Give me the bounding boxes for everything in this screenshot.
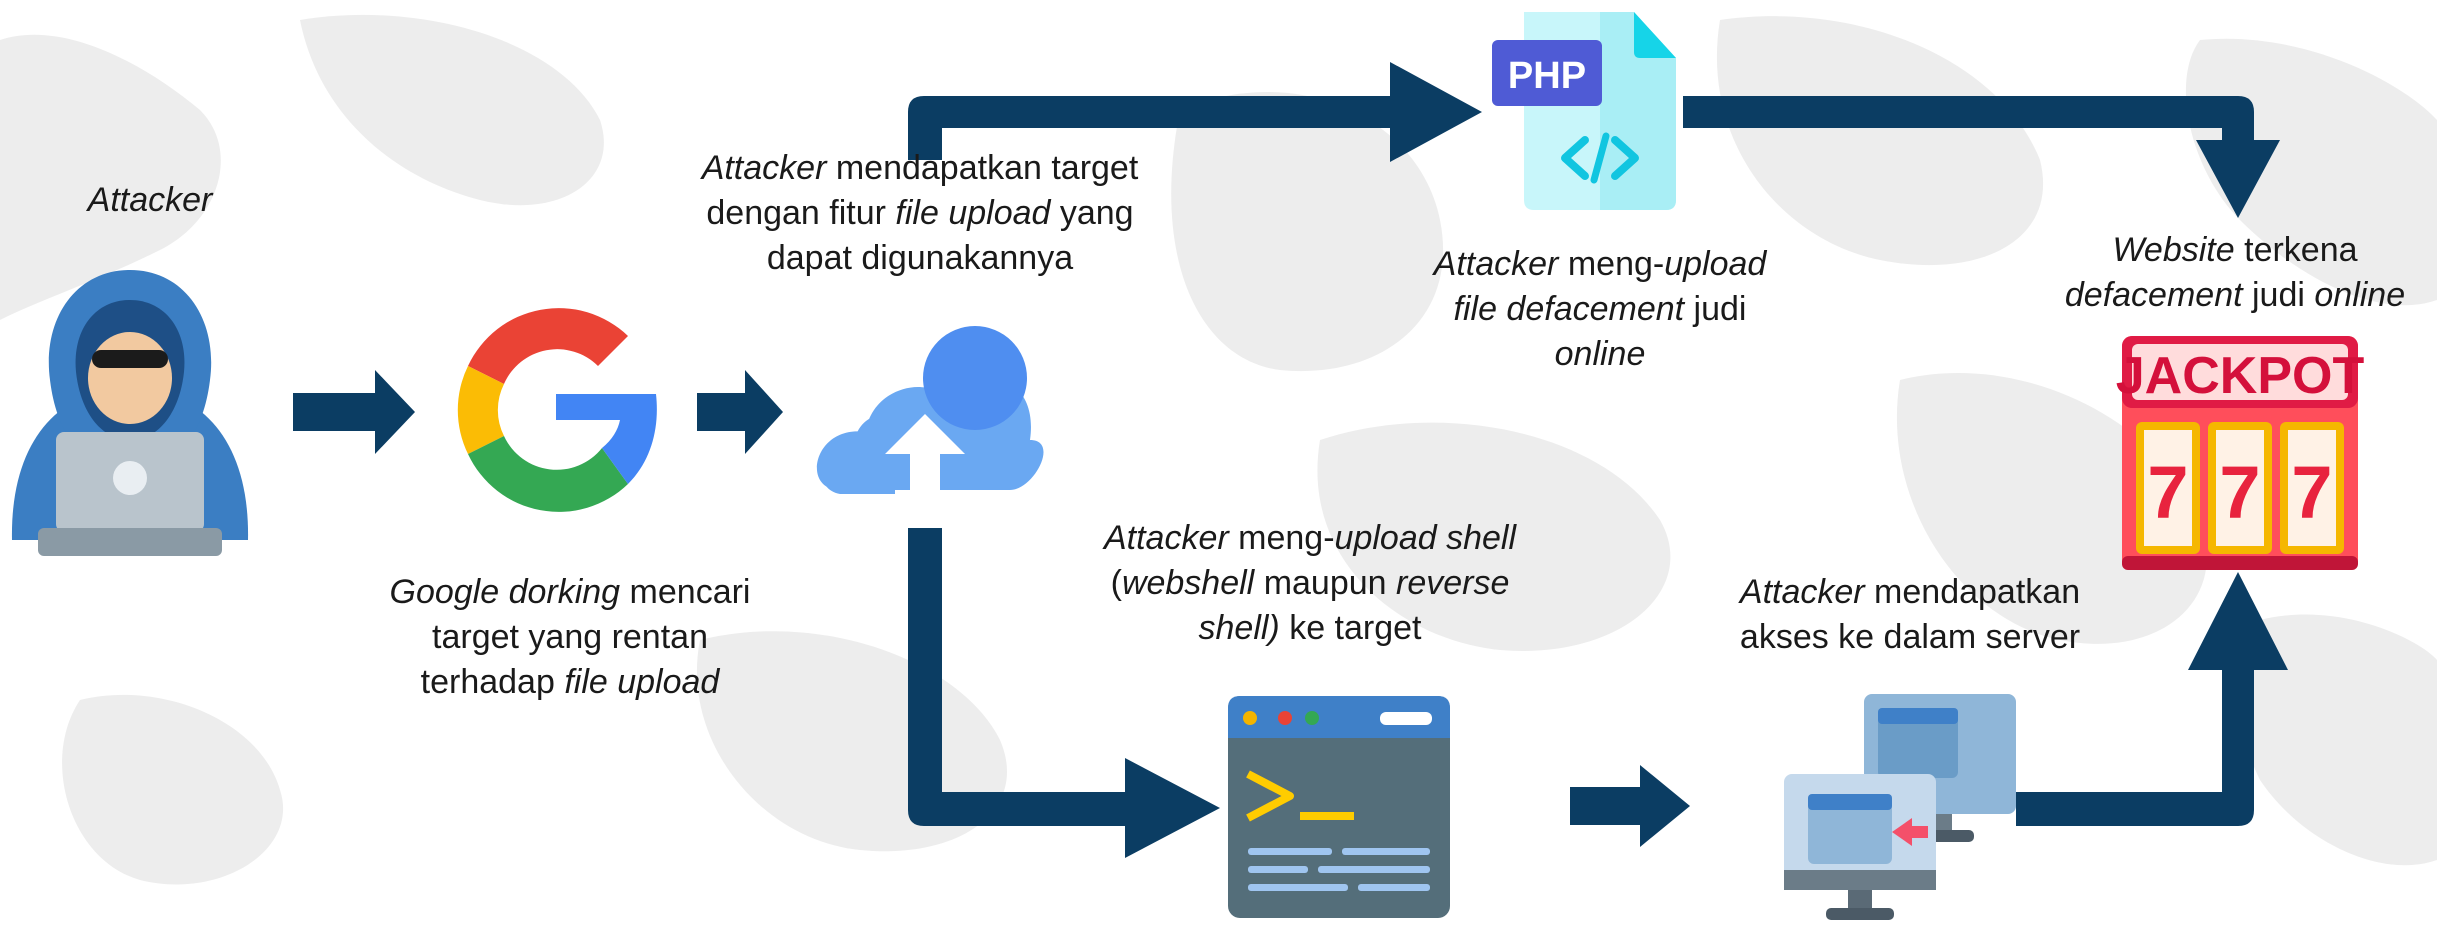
- arrow-terminal-to-servers: [1570, 765, 1690, 847]
- reel-1: 7: [2136, 422, 2200, 554]
- label-shell-l1c: upload shell: [1334, 519, 1517, 557]
- jackpot-sign-text: JACKPOT: [2116, 347, 2365, 405]
- label-shell-l1a: Attacker: [1103, 519, 1229, 557]
- label-attacker: Attacker: [40, 178, 260, 223]
- label-target-line2: dengan fitur file upload yang: [660, 191, 1180, 236]
- php-badge-text: PHP: [1508, 55, 1586, 97]
- label-target-l1a: Attacker: [701, 149, 827, 187]
- label-google-l1a: Google dorking: [389, 573, 621, 611]
- label-target-l2c: yang: [1050, 194, 1134, 232]
- label-shell-line1: Attacker meng-upload shell: [1070, 516, 1550, 561]
- background-map: [0, 14, 2437, 885]
- label-website-l2b: judi: [2242, 276, 2315, 314]
- reel-digit-2: 7: [2219, 451, 2260, 534]
- label-upload-def-line2: file defacement judi: [1370, 287, 1830, 332]
- label-shell-l2d: reverse: [1396, 564, 1510, 602]
- google-g-logo-icon: [457, 308, 657, 512]
- label-target-line1: Attacker mendapatkan target: [660, 146, 1180, 191]
- arrow-cloud-to-terminal: [908, 528, 1220, 858]
- label-google-line3: terhadap file upload: [340, 660, 800, 705]
- arrow-google-to-cloud: [697, 370, 783, 454]
- label-shell-line3: shell) ke target: [1070, 606, 1550, 651]
- label-upload-def-l3: online: [1554, 335, 1646, 373]
- label-shell-l3b: ke target: [1279, 609, 1422, 647]
- label-target: Attacker mendapatkan target dengan fitur…: [660, 146, 1180, 281]
- label-shell-l2b: webshell: [1121, 564, 1255, 602]
- label-website-l2a: defacement: [2064, 276, 2243, 314]
- arrow-php-to-website: [1683, 96, 2280, 218]
- reel-2: 7: [2208, 422, 2272, 554]
- label-google-l3a: terhadap: [420, 663, 565, 701]
- label-server-access: Attacker mendapatkan akses ke dalam serv…: [1680, 570, 2140, 660]
- flow-arrows: [293, 62, 2288, 858]
- label-upload-def-l1c: upload: [1664, 245, 1767, 283]
- slot-machine-jackpot-icon: JACKPOT 7 7 7: [2116, 336, 2365, 570]
- label-website: Website terkena defacement judi online: [2040, 228, 2430, 318]
- label-shell-l3a: shell): [1198, 609, 1280, 647]
- label-google-line1: Google dorking mencari: [340, 570, 800, 615]
- label-target-l2a: dengan fitur: [706, 194, 896, 232]
- label-shell-l2a: (: [1110, 564, 1122, 602]
- remote-access-computers-icon: [1784, 694, 2016, 920]
- label-upload-shell: Attacker meng-upload shell (webshell mau…: [1070, 516, 1550, 651]
- label-upload-def-line3: online: [1370, 332, 1830, 377]
- arrow-servers-to-jackpot: [2016, 572, 2288, 826]
- reel-digit-3: 7: [2291, 451, 2332, 534]
- arrow-attacker-to-google: [293, 370, 415, 454]
- label-upload-def-line1: Attacker meng-upload: [1370, 242, 1830, 287]
- label-website-l1b: terkena: [2234, 231, 2358, 269]
- php-file-icon: PHP: [1492, 12, 1676, 210]
- label-access-l1b: mendapatkan: [1864, 573, 2081, 611]
- label-website-l2c: online: [2314, 276, 2406, 314]
- label-shell-l2c: maupun: [1254, 564, 1397, 602]
- label-shell-line2: (webshell maupun reverse: [1070, 561, 1550, 606]
- label-google-l1b: mencari: [620, 573, 751, 611]
- label-google-line2: target yang rentan: [432, 618, 708, 656]
- arrow-cloud-to-php: [908, 62, 1482, 162]
- label-access-line1: Attacker mendapatkan: [1680, 570, 2140, 615]
- label-shell-l1b: meng-: [1228, 519, 1335, 557]
- label-target-l2b: file upload: [895, 194, 1051, 232]
- label-website-line2: defacement judi online: [2040, 273, 2430, 318]
- label-target-l1b: mendapatkan target: [826, 149, 1139, 187]
- label-website-line1: Website terkena: [2040, 228, 2430, 273]
- label-google-dorking: Google dorking mencari target yang renta…: [340, 570, 800, 705]
- label-upload-def-l1b: meng-: [1558, 245, 1665, 283]
- label-access-line2: akses ke dalam server: [1739, 618, 2081, 656]
- label-attacker-line1: Attacker: [87, 181, 213, 219]
- label-access-l1a: Attacker: [1739, 573, 1865, 611]
- terminal-window-icon: [1228, 696, 1450, 918]
- label-upload-def-l2a: file defacement: [1453, 290, 1685, 328]
- label-target-line3: dapat digunakannya: [766, 239, 1074, 277]
- label-upload-defacement: Attacker meng-upload file defacement jud…: [1370, 242, 1830, 377]
- cloud-upload-icon: [816, 326, 1044, 494]
- reel-digit-1: 7: [2147, 451, 2188, 534]
- label-upload-def-l2b: judi: [1684, 290, 1747, 328]
- label-website-l1a: Website: [2112, 231, 2235, 269]
- hooded-hacker-laptop-icon: [11, 270, 249, 556]
- label-upload-def-l1a: Attacker: [1433, 245, 1559, 283]
- reel-3: 7: [2280, 422, 2344, 554]
- label-google-l3b: file upload: [564, 663, 720, 701]
